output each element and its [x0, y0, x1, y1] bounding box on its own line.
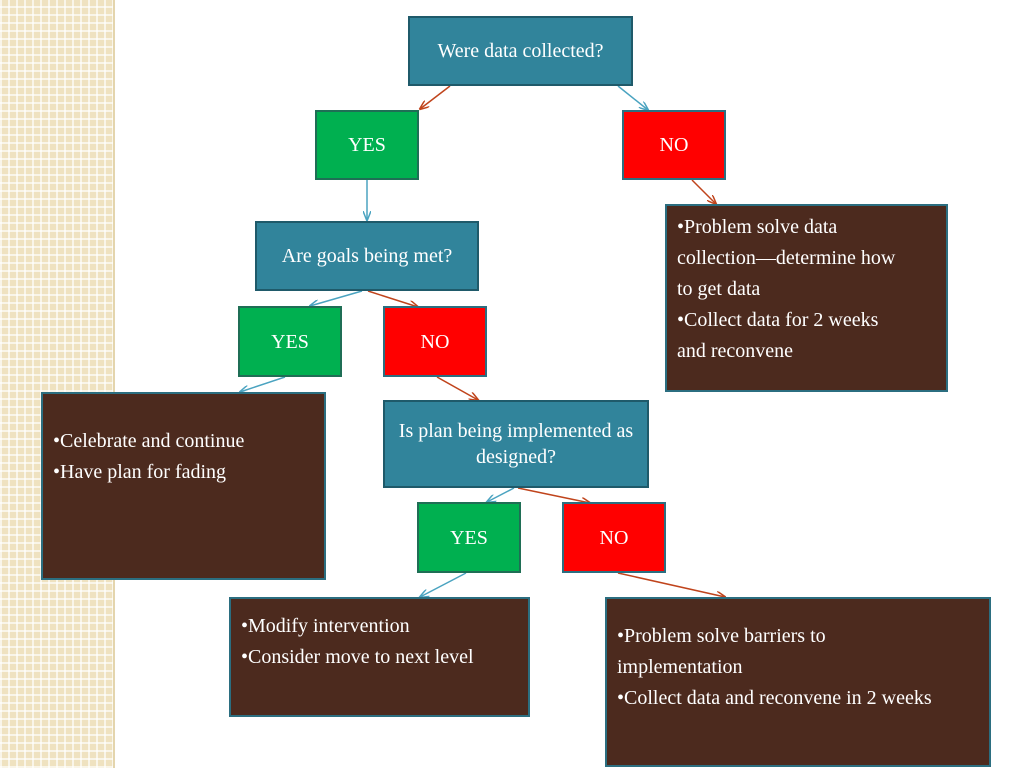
question-data-collected: Were data collected? — [408, 16, 633, 86]
outcome-modify-intervention: •Modify intervention •Consider move to n… — [229, 597, 530, 717]
question-goals-met: Are goals being met? — [255, 221, 479, 291]
arrow-yes-to-modify — [420, 572, 467, 597]
answer-no-data-collected: NO — [622, 110, 726, 180]
arrow-no-to-q3 — [436, 376, 478, 400]
arrow-yes-to-goals-met — [240, 376, 286, 392]
arrow-q2-to-yes — [310, 290, 363, 306]
arrow-no-to-outcome — [691, 179, 716, 204]
outcome-modify-line-1: •Modify intervention — [241, 615, 410, 637]
outcome-goals-met-line-2: •Have plan for fading — [53, 461, 227, 483]
question-plan-implemented: Is plan being implemented as designed? — [383, 400, 649, 488]
arrow-q1-to-no — [617, 85, 648, 110]
outcome-goals-met: •Celebrate and continue •Have plan for f… — [41, 392, 326, 580]
answer-yes-plan-implemented: YES — [417, 502, 521, 573]
outcome-barriers-line-2: implementation — [617, 656, 743, 678]
outcome-no-data-line-2: collection—determine how — [677, 247, 896, 269]
arrow-q3-to-yes — [487, 487, 515, 502]
arrow-no-to-barriers — [617, 572, 725, 597]
outcome-barriers-line-1: •Problem solve barriers to — [617, 625, 826, 647]
outcome-goals-met-line-1: •Celebrate and continue — [53, 430, 245, 452]
outcome-no-data-line-4: •Collect data for 2 weeks — [677, 309, 879, 331]
outcome-no-data-line-1: •Problem solve data — [677, 216, 838, 238]
arrow-q2-to-no — [367, 290, 418, 307]
arrow-q3-to-no — [517, 487, 590, 503]
outcome-problem-solve-barriers: •Problem solve barriers to implementatio… — [605, 597, 991, 767]
outcome-modify-line-2: •Consider move to next level — [241, 646, 474, 668]
answer-yes-goals-met: YES — [238, 306, 342, 377]
arrow-q1-to-yes — [420, 85, 451, 109]
outcome-barriers-line-3: •Collect data and reconvene in 2 weeks — [617, 687, 932, 709]
answer-yes-data-collected: YES — [315, 110, 419, 180]
outcome-no-data: •Problem solve data collection—determine… — [665, 204, 948, 392]
outcome-no-data-line-5: and reconvene — [677, 340, 794, 362]
decorative-side-strip — [0, 0, 115, 768]
answer-no-goals-met: NO — [383, 306, 487, 377]
answer-no-plan-implemented: NO — [562, 502, 666, 573]
outcome-no-data-line-3: to get data — [677, 278, 761, 300]
